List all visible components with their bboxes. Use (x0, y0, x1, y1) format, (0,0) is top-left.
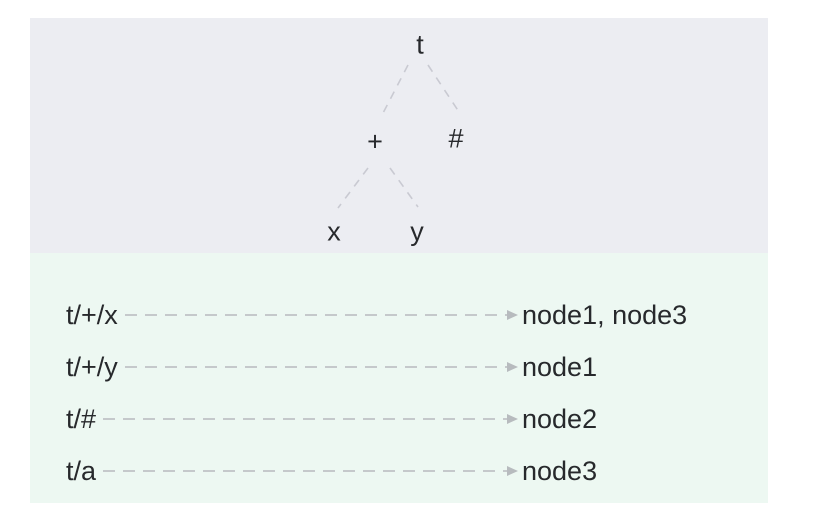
topic-filter-label: t/+/y (66, 351, 118, 382)
edge-plus-x (337, 167, 369, 209)
topic-tree-panel: t + # x y (30, 18, 768, 253)
tree-node-x: x (327, 216, 341, 247)
matched-nodes-label: node2 (522, 403, 598, 434)
arrowhead-icon (507, 310, 518, 320)
match-row: t/+/y node1 (66, 341, 768, 393)
match-row: t/+/x node1, node3 (66, 289, 768, 341)
topic-tree-figure: t + # x y t/+/x node1, node3 t/+/y node1… (30, 18, 768, 503)
topic-filter-label: t/# (66, 403, 97, 434)
dashed-connector (124, 314, 507, 316)
edge-plus-y (389, 167, 419, 208)
dashed-connector (103, 470, 507, 472)
match-row: t/# node2 (66, 393, 768, 445)
tree-node-plus: + (367, 126, 383, 157)
matched-nodes-label: node1, node3 (522, 299, 688, 330)
topic-filter-label: t/+/x (66, 299, 118, 330)
match-row: t/a node3 (66, 445, 768, 497)
edge-t-plus (380, 64, 409, 118)
arrowhead-icon (507, 362, 518, 372)
dashed-connector (103, 418, 507, 420)
edge-t-hash (427, 64, 460, 113)
matched-nodes-label: node1 (522, 351, 598, 382)
tree-node-hash: # (448, 123, 464, 154)
arrowhead-icon (507, 414, 518, 424)
topic-filter-label: t/a (66, 455, 97, 486)
tree-edges (337, 64, 460, 209)
subscription-match-panel: t/+/x node1, node3 t/+/y node1 t/# node2… (30, 253, 768, 503)
tree-node-t: t (416, 29, 424, 60)
tree-node-y: y (410, 216, 424, 247)
arrowhead-icon (507, 466, 518, 476)
matched-nodes-label: node3 (522, 455, 598, 486)
dashed-connector (124, 366, 507, 368)
